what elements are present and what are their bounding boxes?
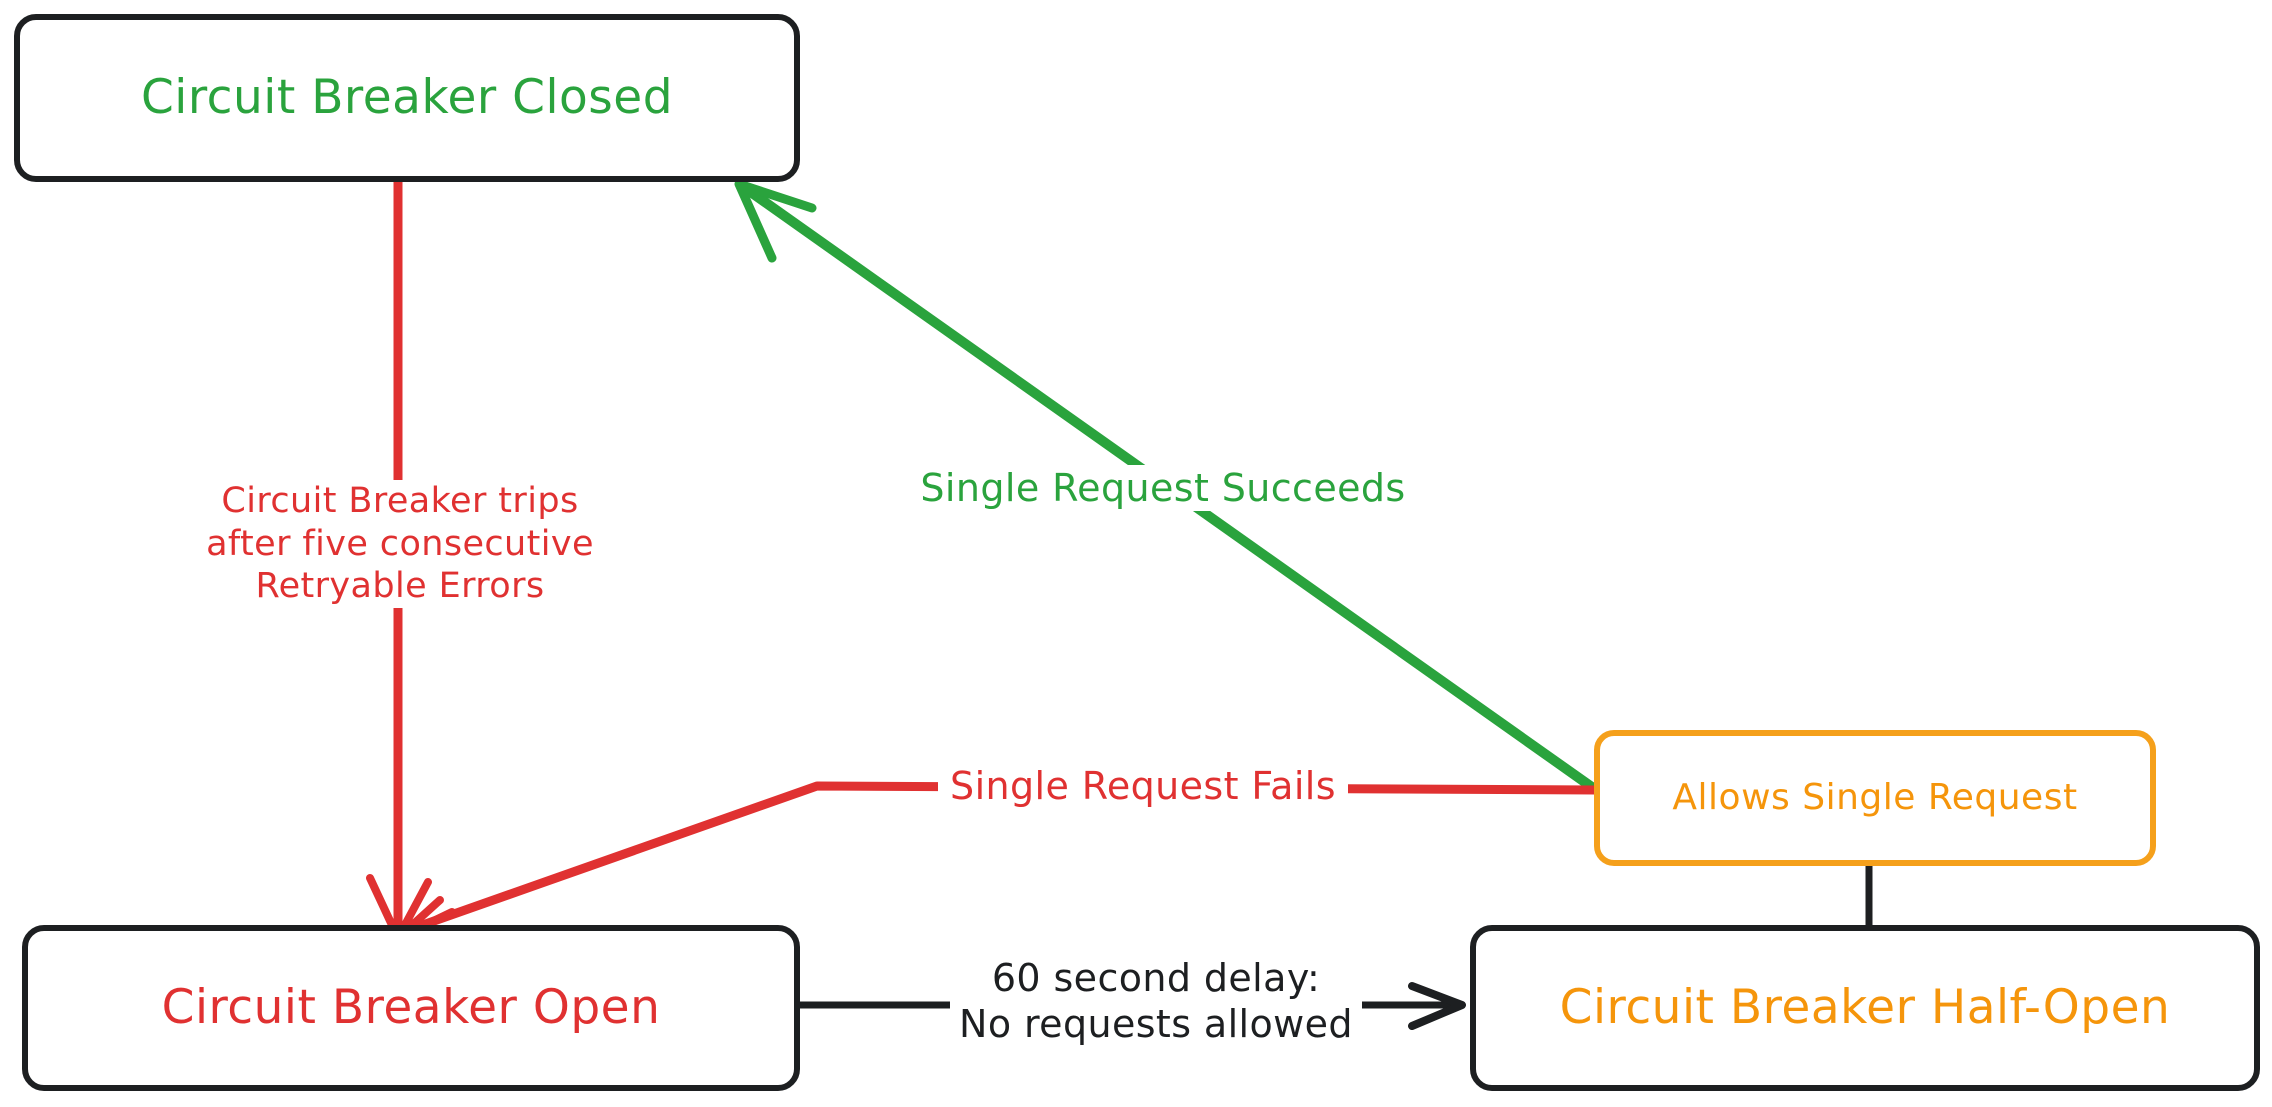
edge-label-closed-to-open-line2: after five consecutive [206,523,594,564]
edge-label-closed-to-open-line3: Retryable Errors [255,566,545,607]
edge-label-single-request-fails-text: Single Request Fails [950,764,1336,808]
edge-label-open-to-half-open: 60 second delay: No requests allowed [950,955,1362,1048]
node-allows-single-request[interactable]: Allows Single Request [1594,730,2156,866]
edge-label-closed-to-open: Circuit Breaker trips after five consecu… [180,480,620,609]
edge-label-closed-to-open-line1: Circuit Breaker trips [221,481,579,521]
edge-label-single-request-fails: Single Request Fails [938,763,1348,810]
edge-label-single-request-succeeds-text: Single Request Succeeds [920,466,1406,510]
node-circuit-breaker-closed-label: Circuit Breaker Closed [140,69,674,125]
edge-label-single-request-succeeds: Single Request Succeeds [918,465,1408,512]
node-circuit-breaker-half-open[interactable]: Circuit Breaker Half-Open [1470,925,2260,1091]
edge-label-open-to-half-open-line1: 60 second delay: [991,956,1321,1000]
node-circuit-breaker-closed[interactable]: Circuit Breaker Closed [14,14,800,182]
node-circuit-breaker-half-open-label: Circuit Breaker Half-Open [1559,979,2171,1035]
node-circuit-breaker-open-label: Circuit Breaker Open [161,979,661,1035]
edge-label-open-to-half-open-line2: No requests allowed [959,1002,1353,1047]
node-allows-single-request-label: Allows Single Request [1672,777,2078,819]
node-circuit-breaker-open[interactable]: Circuit Breaker Open [22,925,800,1091]
